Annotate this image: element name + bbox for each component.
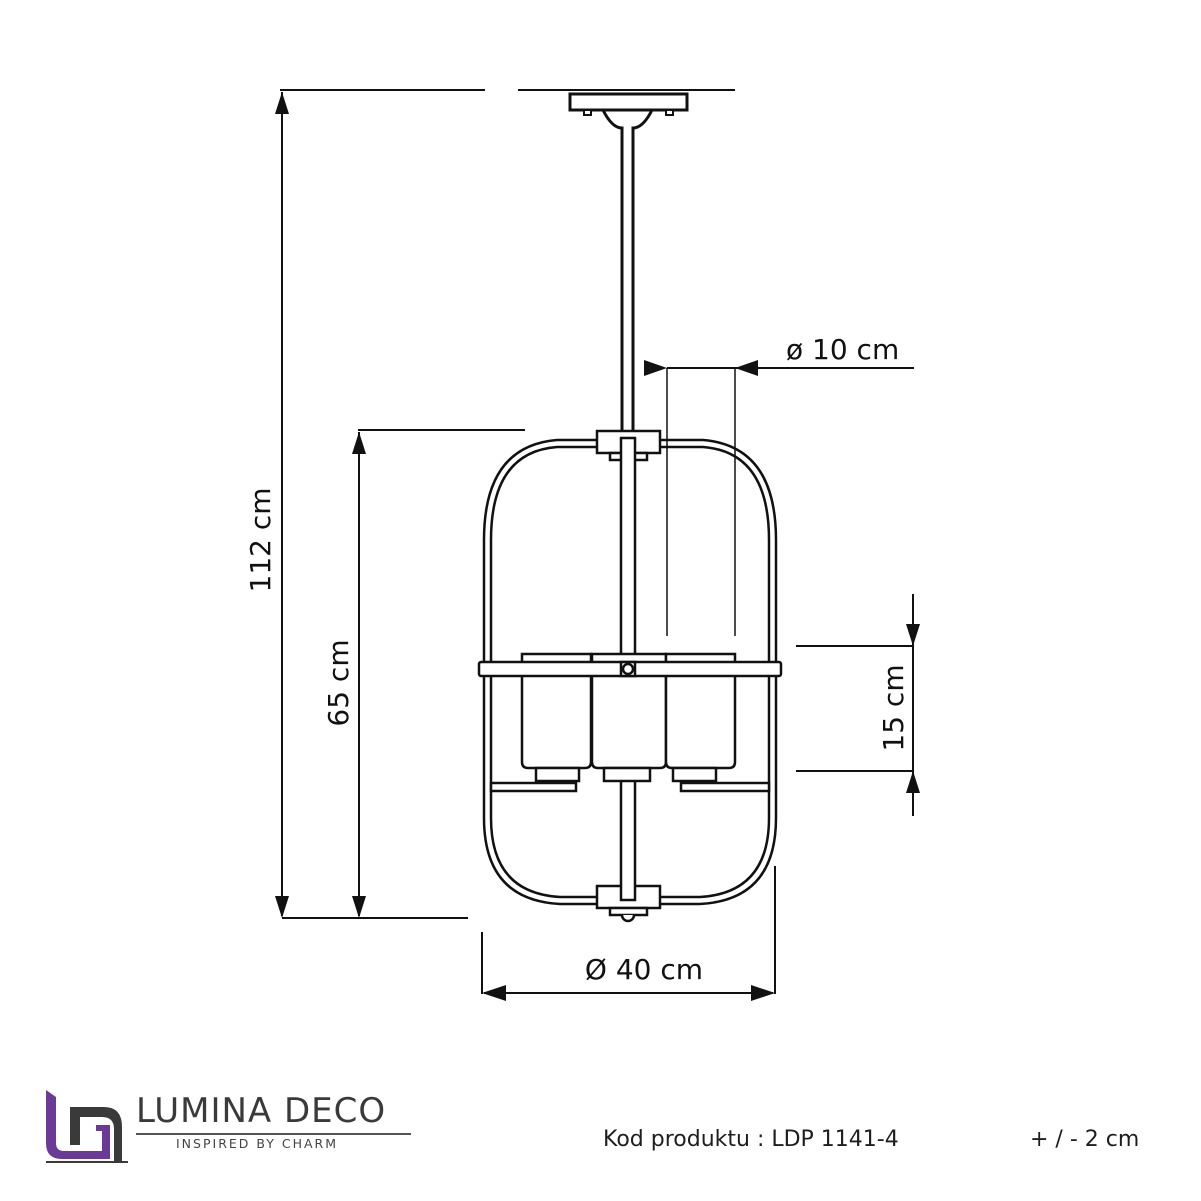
product-code: Kod produktu : LDP 1141-4 bbox=[603, 1127, 899, 1152]
brand-tagline: INSPIRED BY CHARM bbox=[176, 1136, 339, 1151]
dimension-cage-height bbox=[352, 429, 525, 918]
brand-divider bbox=[136, 1133, 411, 1135]
brand-logo: LUMINA DECO INSPIRED BY CHARM bbox=[40, 1085, 420, 1165]
lower-arms bbox=[489, 781, 771, 793]
tolerance-note: + / - 2 cm bbox=[1030, 1127, 1140, 1152]
dimension-shade-diameter bbox=[644, 360, 914, 636]
label-cage-diameter: Ø 40 cm bbox=[585, 953, 703, 986]
ring-band bbox=[477, 660, 783, 678]
dimension-total-height bbox=[275, 89, 735, 919]
lamp-cage bbox=[482, 438, 778, 906]
label-shade-diameter: ø 10 cm bbox=[786, 333, 899, 366]
lumina-deco-logo-icon bbox=[46, 1090, 128, 1163]
lamp-shades bbox=[520, 652, 737, 783]
label-shade-height: 15 cm bbox=[877, 664, 910, 751]
brand-name: LUMINA DECO bbox=[136, 1091, 387, 1131]
dimension-shade-height bbox=[796, 594, 920, 816]
label-cage-height: 65 cm bbox=[322, 639, 355, 726]
label-total-height: 112 cm bbox=[244, 487, 277, 592]
dimension-cage-diameter bbox=[481, 866, 776, 1001]
ceiling-canopy bbox=[568, 92, 689, 430]
